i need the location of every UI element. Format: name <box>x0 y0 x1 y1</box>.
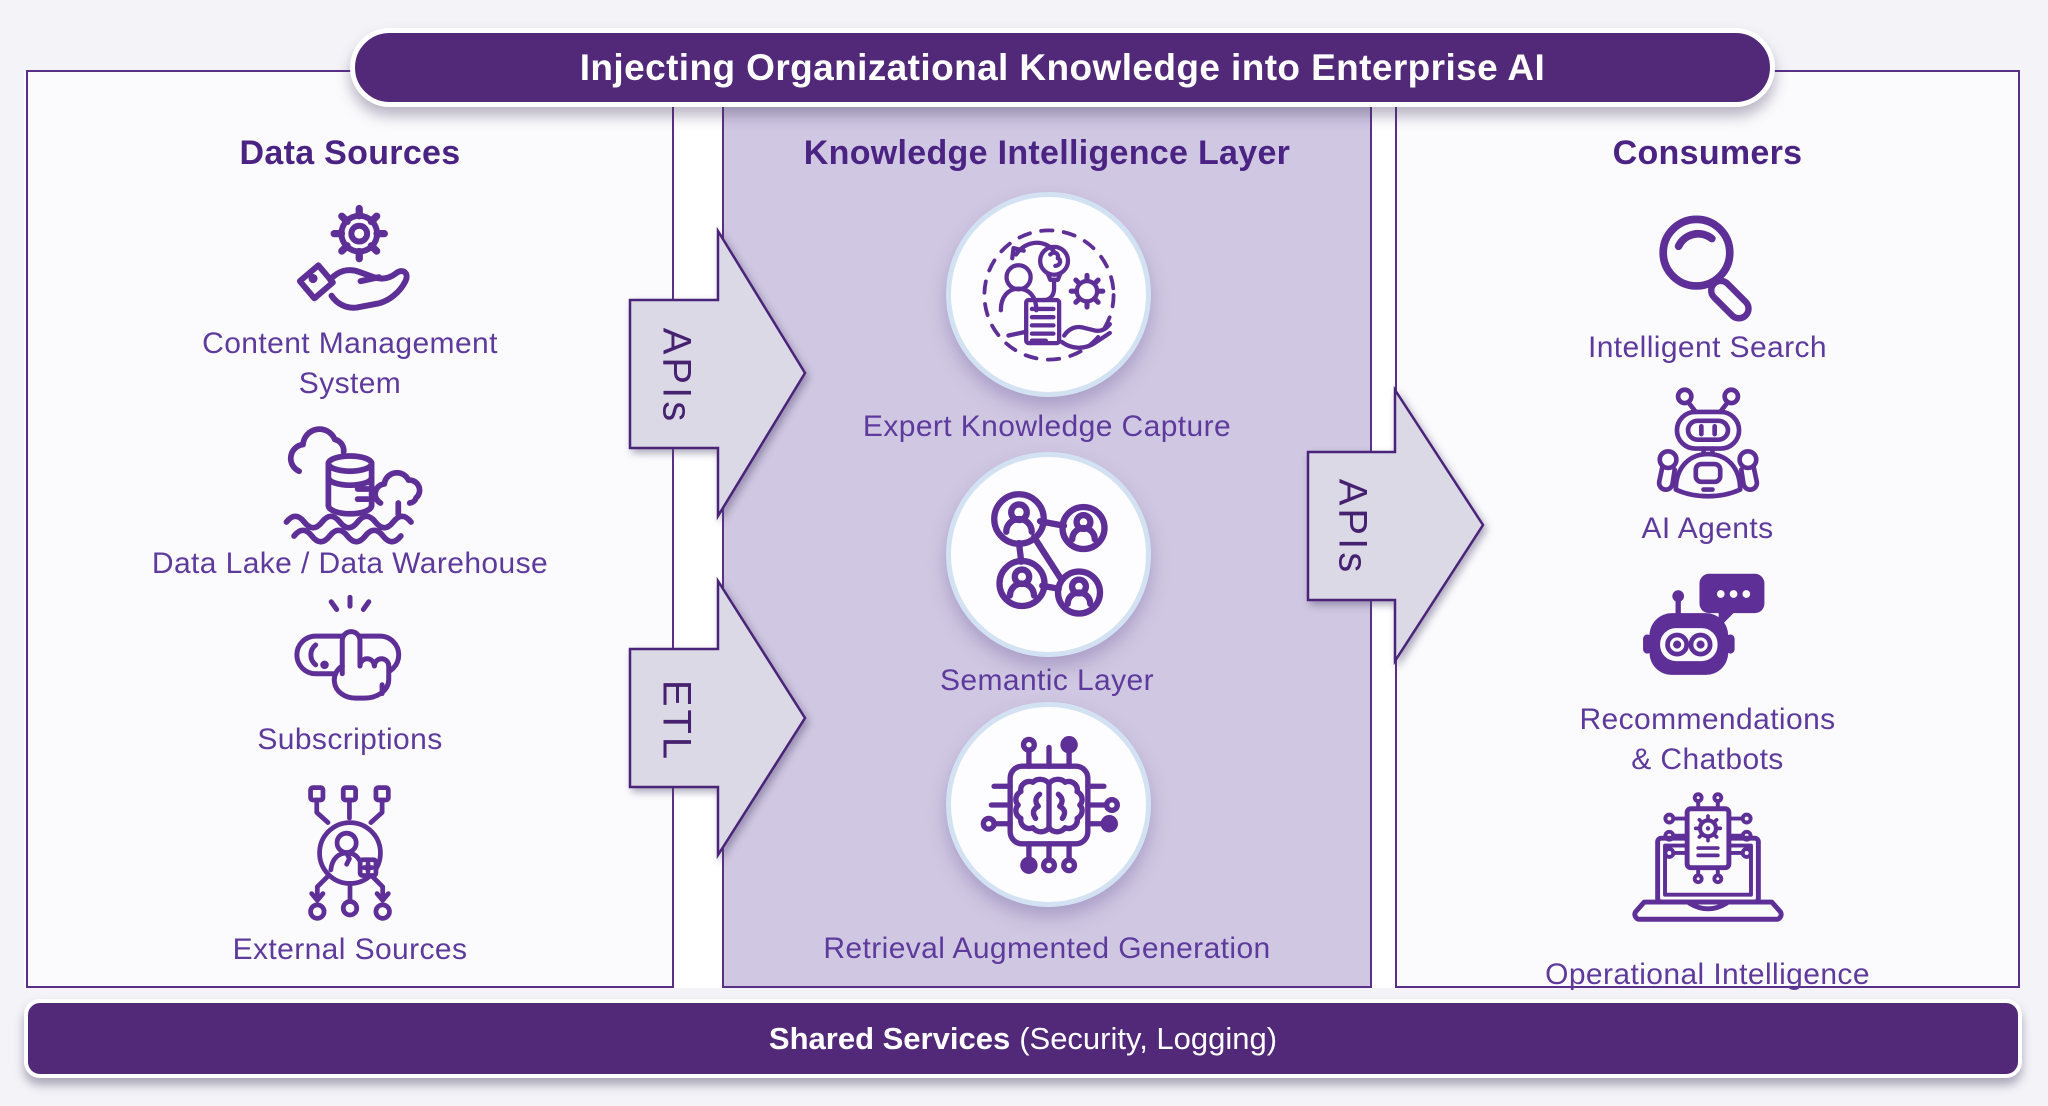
item-label-semantic-layer: Semantic Layer <box>939 664 1155 697</box>
item-label-recommendations: Recommendations & Chatbots <box>1579 703 1836 776</box>
consumers-header: Consumers <box>1612 134 1803 172</box>
external-sources-icon <box>282 782 418 924</box>
knowledge-layer-panel: Knowledge Intelligence Layer <box>722 70 1372 988</box>
etl-arrow: ETL <box>628 576 807 860</box>
people-network-icon <box>946 452 1151 657</box>
data-sources-header: Data Sources <box>239 134 461 172</box>
magnifier-icon <box>1644 204 1772 332</box>
press-button-icon <box>288 594 412 716</box>
item-label-expert-knowledge: Expert Knowledge Capture <box>862 410 1232 443</box>
apis-arrow-left-label: APIs <box>654 328 698 424</box>
item-label-data-lake: Data Lake / Data Warehouse <box>151 547 549 580</box>
chatbot-speech-icon <box>1642 568 1774 686</box>
consumers-panel: Consumers Intelligent Search <box>1395 70 2020 991</box>
item-label-external-sources: External Sources <box>232 933 468 966</box>
item-label-rag: Retrieval Augmented Generation <box>823 932 1271 965</box>
item-label-intelligent-search: Intelligent Search <box>1587 331 1827 364</box>
item-label-subscriptions: Subscriptions <box>257 723 443 756</box>
brain-chip-icon <box>946 702 1151 907</box>
gear-hand-icon <box>284 198 416 330</box>
data-sources-panel: Data Sources Content <box>26 70 674 988</box>
robot-icon <box>1647 384 1769 502</box>
etl-arrow-label: ETL <box>654 680 698 762</box>
expert-knowledge-icon <box>946 192 1151 397</box>
shared-services-title: Shared Services <box>768 1020 1011 1056</box>
data-lake-icon <box>266 426 434 550</box>
item-label-operational-intelligence: Operational Intelligence <box>1545 958 1870 991</box>
item-label-ai-agents: AI Agents <box>1641 512 1774 545</box>
shared-services-bar: Shared Services (Security, Logging) <box>24 999 2022 1078</box>
title-banner: Injecting Organizational Knowledge into … <box>350 28 1775 107</box>
apis-arrow-left: APIs <box>628 226 807 521</box>
apis-arrow-right-label: APIs <box>1330 479 1374 575</box>
knowledge-layer-header: Knowledge Intelligence Layer <box>803 134 1291 172</box>
apis-arrow-right: APIs <box>1306 385 1485 666</box>
item-label-cms: Content Management System <box>202 327 498 400</box>
shared-services-detail: (Security, Logging) <box>1019 1020 1278 1056</box>
title-banner-text: Injecting Organizational Knowledge into … <box>579 46 1546 88</box>
laptop-chip-icon <box>1624 792 1792 934</box>
